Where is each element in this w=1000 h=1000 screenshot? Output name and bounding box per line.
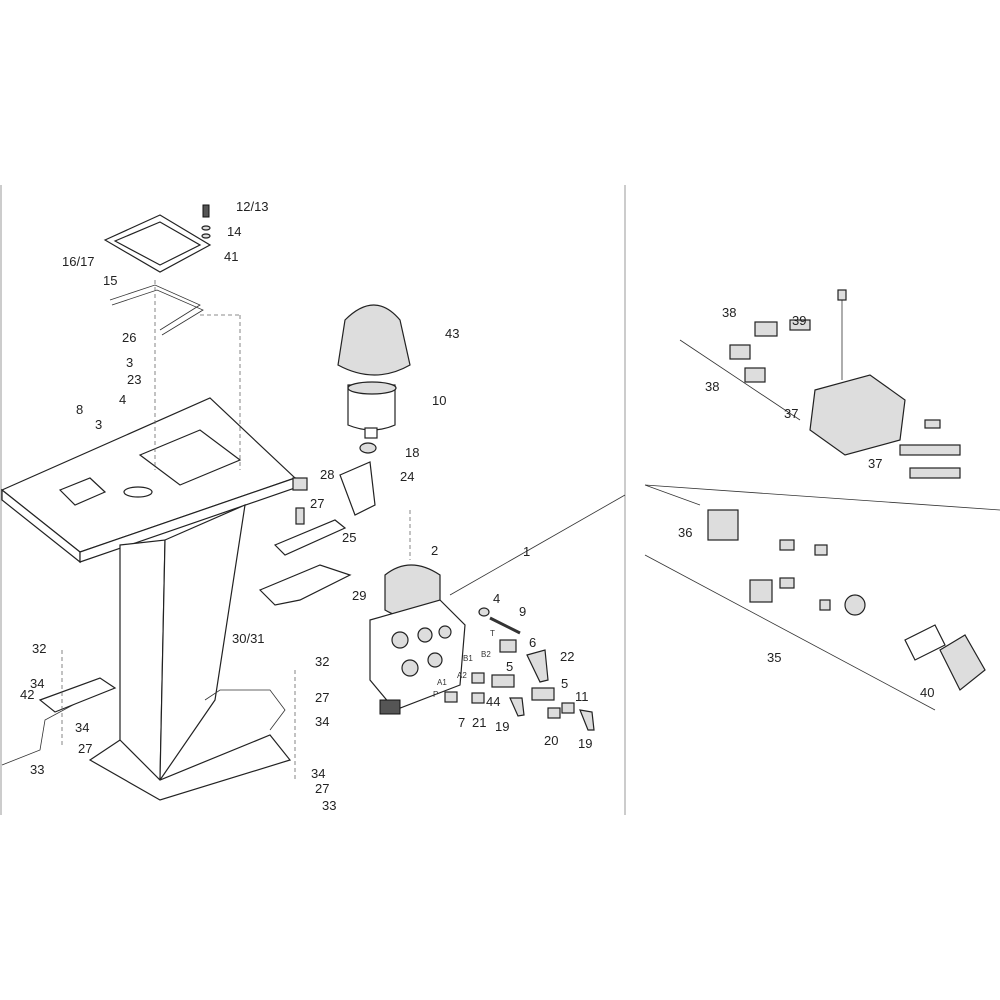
- cover-plate: [103, 204, 212, 336]
- callout-label: 38: [705, 379, 719, 394]
- callout-label: 44: [486, 694, 500, 709]
- callout-label: 30/31: [232, 631, 265, 646]
- callout-label: 21: [472, 715, 486, 730]
- callout-label: 39: [792, 313, 806, 328]
- callout-label: 36: [678, 525, 692, 540]
- callout-label: 34: [311, 766, 325, 781]
- callout-label: 33: [30, 762, 44, 777]
- joystick-parts: [337, 304, 411, 454]
- callout-label: 23: [127, 372, 141, 387]
- callout-label: 16/17: [62, 254, 95, 269]
- callout-label: 34: [30, 676, 44, 691]
- callout-label: 8: [76, 402, 83, 417]
- callout-label: 6: [529, 635, 536, 650]
- brackets: [258, 461, 376, 606]
- callout-label: 33: [322, 798, 336, 813]
- valve-detail-lower: [707, 509, 986, 691]
- callout-label: 5: [506, 659, 513, 674]
- fittings: [444, 607, 595, 731]
- callout-label: 40: [920, 685, 934, 700]
- port-label-p: P: [433, 690, 438, 699]
- callout-label: 14: [227, 224, 241, 239]
- callout-label: 35: [767, 650, 781, 665]
- callout-label: 15: [103, 273, 117, 288]
- callout-label: 41: [224, 249, 238, 264]
- callout-label: 9: [519, 604, 526, 619]
- callout-label: 32: [315, 654, 329, 669]
- callout-label: 4: [119, 392, 126, 407]
- callout-label: 27: [78, 741, 92, 756]
- callout-label: 34: [315, 714, 329, 729]
- callout-label: 25: [342, 530, 356, 545]
- callout-label: 27: [315, 690, 329, 705]
- port-label-a2: A2: [457, 671, 467, 680]
- port-label-a1: A1: [437, 678, 447, 687]
- pedestal: [1, 504, 292, 801]
- assembly-lines: [61, 280, 626, 780]
- callout-label: 24: [400, 469, 414, 484]
- callout-label: 18: [405, 445, 419, 460]
- callout-label: 3: [126, 355, 133, 370]
- console-plate: [0, 397, 297, 564]
- callout-label: 12/13: [236, 199, 269, 214]
- port-labels: T B2 B1 A2 A1 P: [433, 629, 495, 699]
- callout-label: 29: [352, 588, 366, 603]
- control-valve: [369, 564, 466, 715]
- callout-label: 37: [868, 456, 882, 471]
- callout-label: 27: [310, 496, 324, 511]
- port-label-t: T: [490, 629, 495, 638]
- port-label-b1: B1: [463, 654, 473, 663]
- callout-label: 34: [75, 720, 89, 735]
- callout-label: 19: [578, 736, 592, 751]
- callout-label: 1: [523, 544, 530, 559]
- callout-label: 42: [20, 687, 34, 702]
- callout-label: 7: [458, 715, 465, 730]
- callout-label: 43: [445, 326, 459, 341]
- callout-labels: 12/13 14 41 16/17 15 26 3 23 8 4 3 43 10…: [20, 199, 934, 813]
- port-label-b2: B2: [481, 650, 491, 659]
- callout-label: 2: [431, 543, 438, 558]
- callout-label: 32: [32, 641, 46, 656]
- callout-label: 3: [95, 417, 102, 432]
- callout-label: 26: [122, 330, 136, 345]
- callout-label: 19: [495, 719, 509, 734]
- callout-label: 20: [544, 733, 558, 748]
- callout-label: 37: [784, 406, 798, 421]
- frame-lines: [0, 185, 1000, 815]
- callout-label: 4: [493, 591, 500, 606]
- callout-label: 27: [315, 781, 329, 796]
- callout-label: 5: [561, 676, 568, 691]
- callout-label: 22: [560, 649, 574, 664]
- callout-label: 10: [432, 393, 446, 408]
- valve-detail-upper: [729, 289, 961, 479]
- callout-label: 28: [320, 467, 334, 482]
- callout-label: 38: [722, 305, 736, 320]
- callout-label: 11: [575, 689, 589, 704]
